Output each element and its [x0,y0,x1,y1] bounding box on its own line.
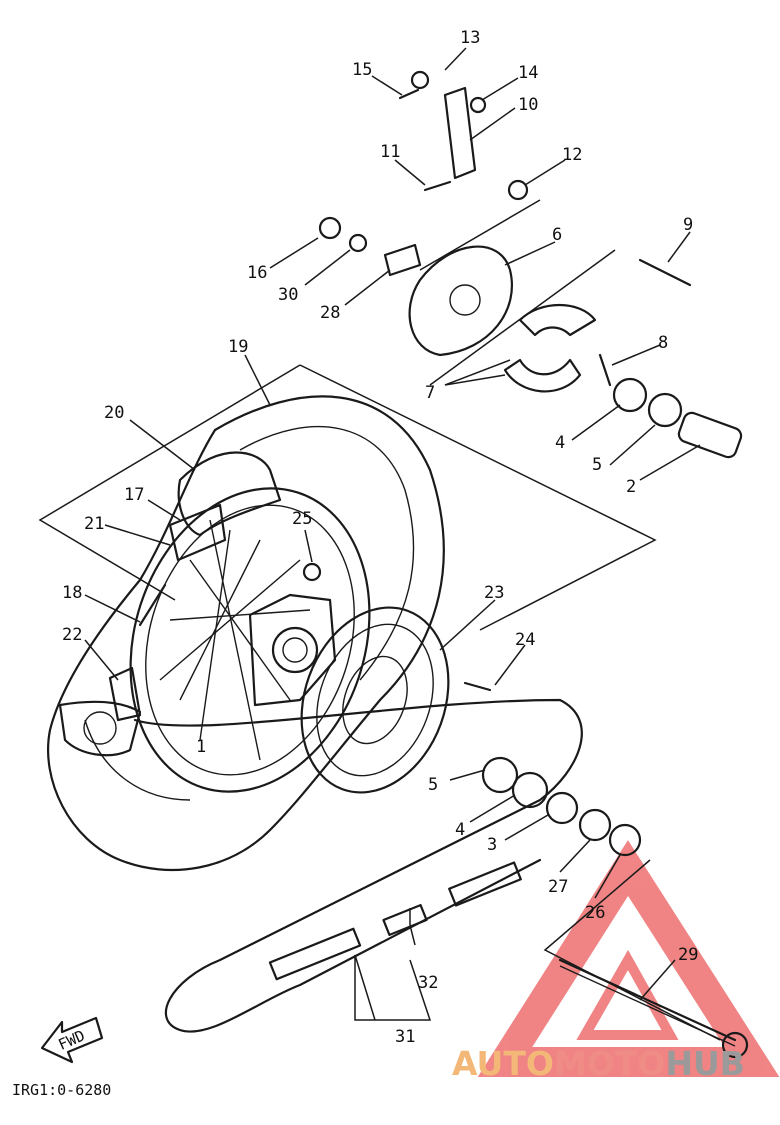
callout-28: 28 [320,303,340,323]
watermark-logo-triangle [477,840,780,1077]
callout-3: 3 [487,835,497,855]
callout-30: 30 [278,285,298,305]
callout-2: 2 [626,477,636,497]
watermark-logo-text: AUTOMOTOHUB [452,1044,745,1083]
callout-17: 17 [124,485,144,505]
callout-26: 26 [585,903,605,923]
rear-sprocket [300,606,450,794]
drawing-code: IRG1:0-6280 [12,1081,111,1099]
callout-1: 1 [196,737,206,757]
svg-text:AUTOMOTOHUB: AUTOMOTOHUB [452,1044,745,1083]
callout-22: 22 [62,625,82,645]
callout-5b: 5 [428,775,438,795]
brake-shoe-plate [408,245,597,393]
callout-7: 7 [425,383,435,403]
watermark-auto: AUTO [452,1044,554,1083]
callout-29: 29 [678,945,698,965]
axle-and-bearings [481,377,749,1059]
brake-arm-parts [138,70,692,692]
callout-leader-lines [84,47,701,1021]
callout-14: 14 [518,63,538,83]
wheel-hub [248,593,337,707]
callout-15: 15 [352,60,372,80]
fwd-label: FWD [56,1026,88,1053]
drive-chain [133,698,583,1033]
callout-23: 23 [484,583,504,603]
callout-numbers: 13 15 14 10 11 12 9 6 16 30 28 8 7 19 20… [62,28,698,1047]
chain-guide [58,666,142,757]
forward-direction-arrow: FWD [40,1016,104,1064]
callout-16: 16 [247,263,267,283]
callout-10: 10 [518,95,538,115]
callout-31: 31 [395,1027,415,1047]
callout-19: 19 [228,337,248,357]
callout-11: 11 [380,142,400,162]
inner-tube [168,451,282,562]
callout-5: 5 [592,455,602,475]
callout-32: 32 [418,973,438,993]
callout-4: 4 [555,433,565,453]
callout-4b: 4 [455,820,465,840]
callout-8: 8 [658,333,668,353]
callout-13: 13 [460,28,480,48]
watermark-moto: MOTO [554,1044,665,1083]
callout-27: 27 [548,877,568,897]
rear-tyre [47,395,445,872]
callout-6: 6 [552,225,562,245]
callout-25: 25 [292,509,312,529]
callout-12: 12 [562,145,582,165]
rim-and-spokes [129,487,371,793]
callout-20: 20 [104,403,124,423]
callout-18: 18 [62,583,82,603]
callout-21: 21 [84,514,104,534]
callout-24: 24 [515,630,535,650]
callout-9: 9 [683,215,693,235]
watermark-hub: HUB [665,1044,745,1083]
